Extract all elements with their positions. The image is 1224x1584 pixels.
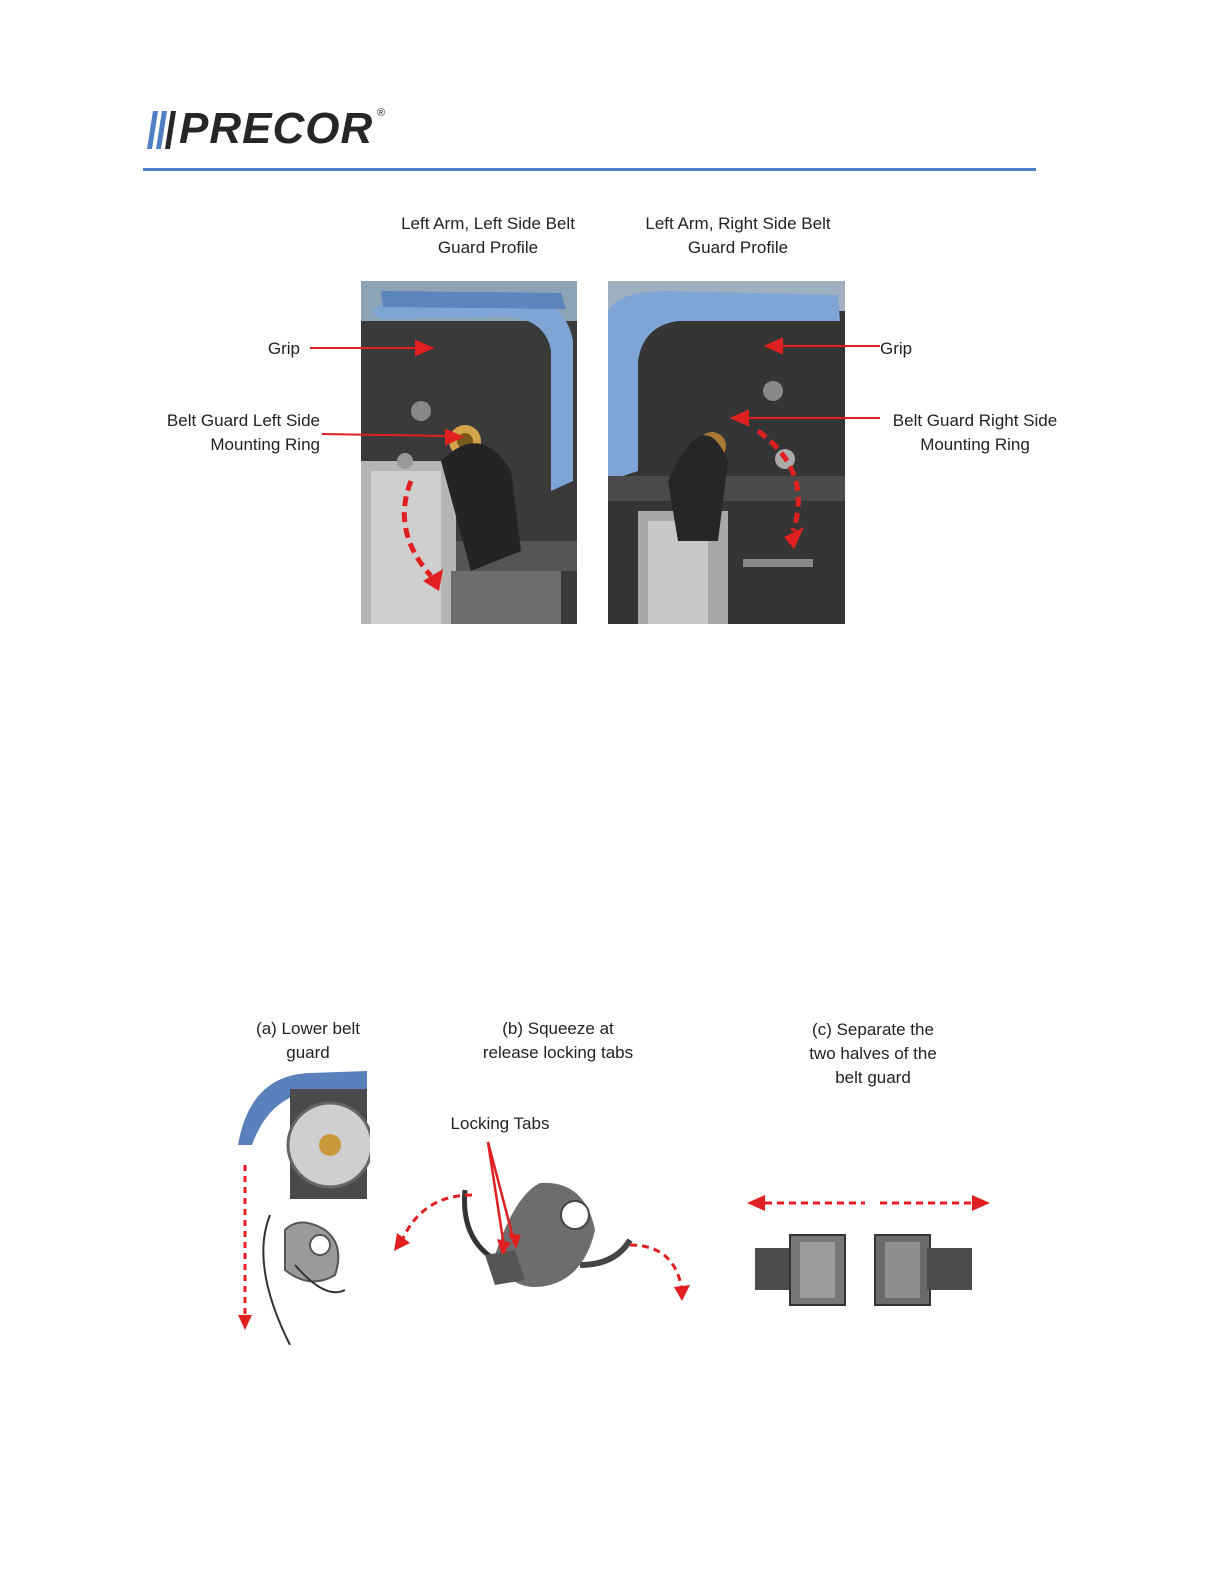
down-arrow-icon (238, 1315, 252, 1330)
locking-tabs-label: Locking Tabs (440, 1112, 560, 1136)
left-arrow-icon (747, 1195, 765, 1211)
rotate-left-arrow-icon (394, 1233, 410, 1251)
left-ring-arrow-icon (446, 430, 462, 444)
rotate-right-arrow-icon (674, 1285, 690, 1301)
right-grip-arrow-icon (766, 339, 782, 353)
step-b-label: (b) Squeeze at release locking tabs (470, 1017, 646, 1065)
left-grip-arrow-icon (416, 341, 432, 355)
right-ring-arrow-icon (732, 411, 748, 425)
right-arrow-icon (972, 1195, 990, 1211)
step-b-locking-tabs-image (390, 1135, 690, 1305)
step-c-label: (c) Separate the two halves of the belt … (790, 1018, 956, 1090)
step-a-lower-belt-guard-image (230, 1065, 370, 1345)
callout-arrows-top (0, 0, 1224, 700)
step-c-separate-halves-image (745, 1190, 995, 1320)
step-a-label: (a) Lower belt guard (240, 1017, 376, 1065)
